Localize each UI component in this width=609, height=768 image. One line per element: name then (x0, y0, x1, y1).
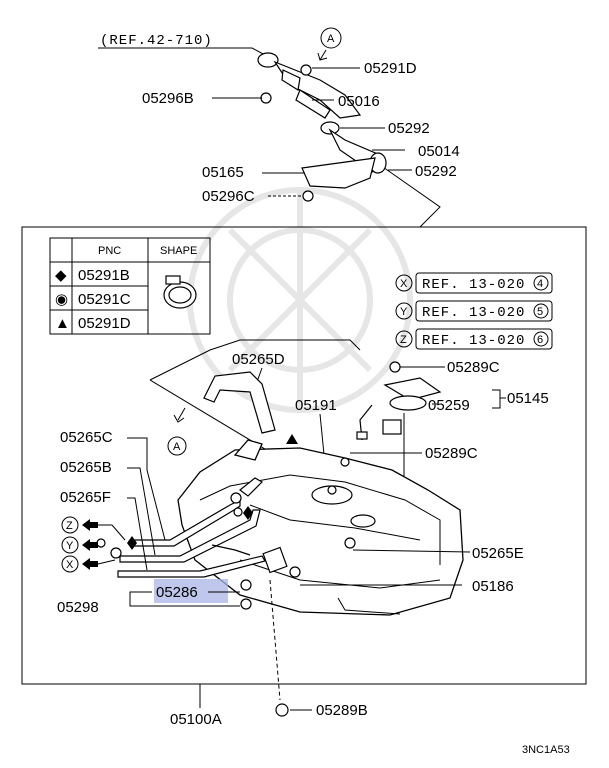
label-05289C-lower: 05289C (425, 445, 478, 462)
callout-a-top-letter: A (327, 33, 335, 45)
label-05100A: 05100A (170, 711, 222, 728)
legend-pnc-05291C: 05291C (78, 291, 131, 308)
fuel-lines (96, 477, 266, 578)
label-05291D: 05291D (364, 60, 417, 77)
arrow-letter-x: X (66, 559, 74, 571)
label-05296B: 05296B (142, 90, 194, 107)
label-05265D: 05265D (232, 351, 285, 368)
highlight-05286 (154, 579, 228, 603)
fuel-pump-module (356, 361, 442, 441)
bolt-05289B (275, 703, 289, 717)
callout-a-bottom (167, 436, 187, 456)
filler-neck-assembly (257, 52, 387, 202)
label-05191: 05191 (295, 397, 337, 414)
legend-table: PNC SHAPE ◆ 05291B ◉ 05291C ▲ 05291D (49, 237, 211, 335)
label-05296C: 05296C (202, 188, 255, 205)
arrow-letter-y: Y (66, 540, 74, 552)
legend-header-pnc: PNC (98, 245, 121, 257)
ref-y-num: 5 (537, 306, 543, 318)
legend-pnc-05291B: 05291B (78, 267, 130, 284)
legend-symbol-circle: ◉ (55, 291, 68, 308)
label-05016: 05016 (338, 93, 380, 110)
arrow-letter-z: Z (66, 520, 73, 532)
label-05289B: 05289B (316, 702, 368, 719)
label-05286: 05286 (156, 584, 198, 601)
label-05165: 05165 (202, 164, 244, 181)
label-05014: 05014 (418, 143, 460, 160)
ref-y-text: REF. 13-020 (422, 305, 525, 321)
ref-x-letter: X (400, 278, 408, 290)
watermark-emblem (187, 187, 413, 413)
legend-pnc-05291D: 05291D (78, 315, 131, 332)
bolt-05286 (240, 579, 252, 591)
diamond-marker-upper (243, 506, 253, 520)
legend-symbol-triangle: ▲ (55, 315, 70, 332)
label-05265F: 05265F (60, 489, 111, 506)
label-05292-upper: 05292 (388, 120, 430, 137)
ref-z-text: REF. 13-020 (422, 333, 525, 349)
label-05186: 05186 (472, 578, 514, 595)
reference-list: X REF. 13-020 4 Y REF. 13-020 5 Z REF. 1… (395, 272, 553, 350)
label-05259: 05259 (428, 397, 470, 414)
nut-05298 (240, 598, 252, 610)
hose-clamp-shape-icon (163, 275, 197, 309)
triangle-marker (286, 434, 298, 444)
frame-connector (22, 164, 441, 228)
ref-z: Z REF. 13-020 6 (395, 328, 553, 350)
label-05265B: 05265B (60, 459, 112, 476)
label-05298: 05298 (57, 599, 99, 616)
label-05265C: 05265C (60, 429, 113, 446)
diamond-marker-lower (127, 536, 137, 550)
callout-a-top (320, 27, 342, 49)
connection-arrows: Z Y X (61, 516, 126, 573)
ref-top-label: (REF.42-710) (100, 33, 213, 49)
vapor-hose (203, 371, 276, 434)
callout-a-bottom-letter: A (173, 441, 181, 453)
label-05265E: 05265E (472, 545, 524, 562)
ref-x-num: 4 (537, 278, 543, 290)
ref-y: Y REF. 13-020 5 (395, 300, 553, 322)
ref-x-text: REF. 13-020 (422, 277, 525, 293)
ref-z-num: 6 (537, 334, 543, 346)
label-05289C-upper: 05289C (447, 359, 500, 376)
figure-code: 3NC1A53 (522, 744, 570, 756)
ref-x: X REF. 13-020 4 (395, 272, 553, 294)
legend-symbol-diamond: ◆ (55, 267, 67, 284)
legend-header-shape: SHAPE (160, 245, 197, 257)
ref-z-letter: Z (400, 334, 407, 346)
label-05292-lower: 05292 (415, 163, 457, 180)
ref-y-letter: Y (400, 306, 408, 318)
label-05145: 05145 (507, 390, 549, 407)
